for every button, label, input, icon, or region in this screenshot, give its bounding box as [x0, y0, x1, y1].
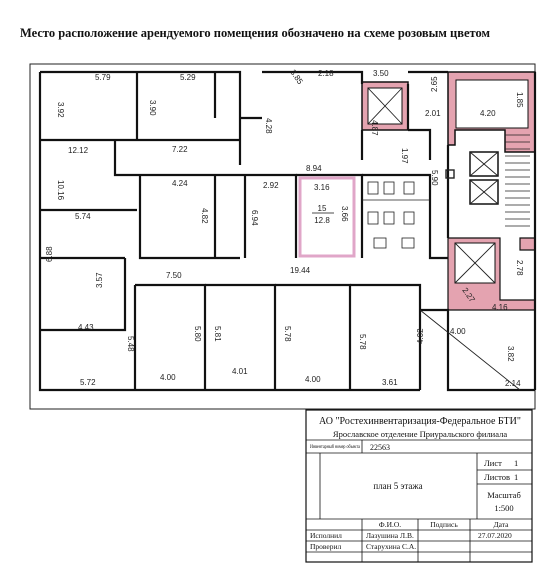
dim-47: 3.61	[382, 378, 398, 387]
room-number: 15	[318, 204, 327, 213]
stamp-col-sign: Подпись	[430, 520, 458, 529]
stair-treads	[505, 134, 530, 227]
stamp-scale-label: Масштаб	[487, 490, 521, 500]
dim-7: 2.18	[318, 69, 334, 78]
dim-1: 5.79	[95, 73, 111, 82]
leased-room-highlight	[298, 176, 356, 258]
dim-22: 3.16	[314, 183, 330, 192]
dim-4: 3.90	[148, 100, 157, 116]
stamp-sheets-value: 1	[514, 472, 518, 482]
dim-37: 5.81	[213, 326, 222, 342]
dim-34: 4.43	[78, 323, 94, 332]
dim-33: 4.16	[492, 303, 508, 312]
dim-12: 2.01	[425, 109, 441, 118]
stamp-inv-value: 22563	[370, 443, 390, 452]
dim-31: 2.78	[515, 260, 524, 276]
stamp-col-date: Дата	[494, 520, 510, 529]
dim-27: 6.88	[45, 246, 54, 262]
dim-48: 2.14	[505, 379, 521, 388]
dim-24: 6.94	[250, 210, 259, 226]
stamp-role-2: Проверил	[310, 542, 342, 551]
dim-5: 4.28	[264, 118, 273, 134]
dim-8: 3.50	[373, 69, 389, 78]
title-block: АО "Ростехинвентаризация-Федеральное БТИ…	[305, 409, 533, 563]
dim-18: 1.97	[400, 148, 409, 164]
stamp-name-1: Лазушина Л.В.	[366, 531, 414, 540]
dim-21: 2.92	[263, 181, 279, 190]
stamp-name-2: Старухина С.А.	[366, 542, 416, 551]
dim-10: 4.20	[480, 109, 496, 118]
dim-6: 3.85	[288, 68, 305, 86]
dim-15: 7.22	[172, 145, 188, 154]
dim-9: 2.65	[430, 76, 439, 92]
stamp-sheet-label: Лист	[484, 458, 502, 468]
stair-blocks	[361, 71, 536, 311]
dim-30: 19.44	[290, 266, 311, 275]
stamp-sheets-label: Листов	[484, 472, 510, 482]
dim-2: 5.29	[180, 73, 196, 82]
dim-25: 3.66	[340, 206, 349, 222]
stamp-plan-title: план 5 этажа	[373, 481, 422, 491]
dim-35: 5.48	[126, 336, 135, 352]
room-top-right	[455, 79, 529, 129]
dim-45: 4.01	[232, 367, 248, 376]
stamp-col-name: Ф.И.О.	[379, 520, 402, 529]
room-area: 12.8	[314, 216, 330, 225]
dim-19: 5.90	[430, 170, 439, 186]
stamp-date-1: 27.07.2020	[478, 531, 512, 540]
dimension-labels: 5.79 5.29 3.92 3.90 4.28 3.85 2.18 3.50 …	[45, 68, 524, 388]
dim-23: 4.82	[200, 208, 209, 224]
dim-28: 3.57	[95, 272, 104, 288]
wc-fixtures	[362, 169, 455, 249]
dim-36: 5.80	[193, 326, 202, 342]
dim-44: 4.00	[160, 373, 176, 382]
walls	[38, 70, 537, 392]
stamp-sheet-value: 1	[514, 458, 518, 468]
dim-3: 3.92	[56, 102, 65, 118]
stamp-branch: Ярославское отделение Приуральского фили…	[333, 429, 507, 439]
dim-42: 3.82	[506, 346, 515, 362]
stamp-org: АО "Ростехинвентаризация-Федеральное БТИ…	[319, 416, 521, 427]
dim-40: 4.00	[450, 327, 466, 336]
dim-13: 4.87	[370, 120, 379, 136]
stamp-inv-label: Инвентарный номер объекта	[310, 443, 360, 450]
dim-16: 10.16	[56, 180, 65, 201]
dim-20: 4.24	[172, 179, 188, 188]
plan-caption: Место расположение арендуемого помещения…	[20, 26, 491, 40]
dim-39: 5.78	[358, 334, 367, 350]
dim-14: 12.12	[68, 146, 89, 155]
dim-43: 5.72	[80, 378, 96, 387]
dim-26: 5.74	[75, 212, 91, 221]
dim-46: 4.00	[305, 375, 321, 384]
dim-38: 5.78	[283, 326, 292, 342]
dim-11: 1.85	[515, 92, 524, 108]
dim-29: 7.50	[166, 271, 182, 280]
dim-17: 8.94	[306, 164, 322, 173]
stamp-role-1: Исполнил	[310, 531, 342, 540]
stamp-scale-value: 1:500	[494, 503, 513, 513]
dim-41: 4.02	[416, 328, 425, 344]
